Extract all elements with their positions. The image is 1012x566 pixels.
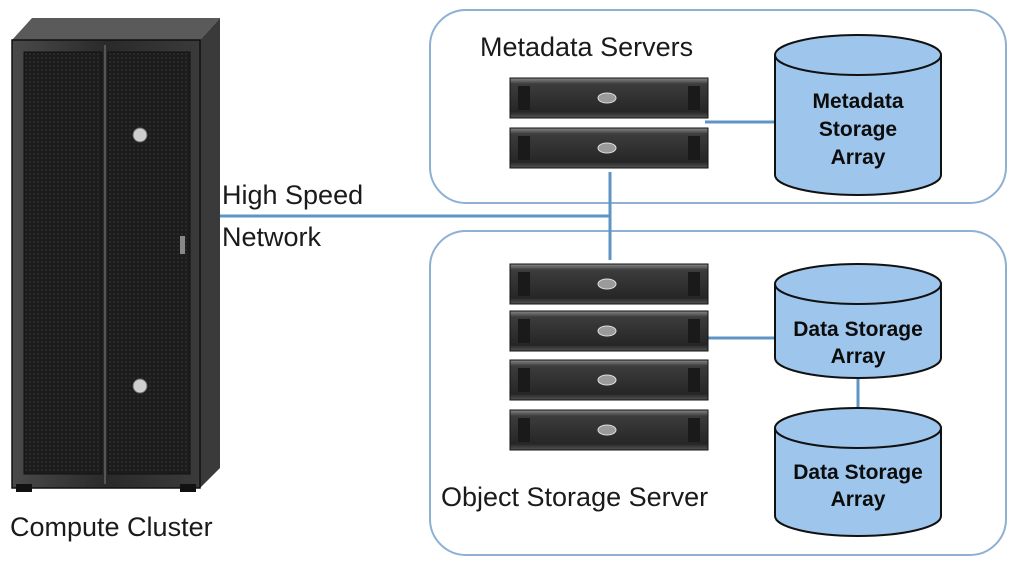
compute-cluster-rack [11,18,220,492]
data-storage-array-1: Data Storage Array [774,263,942,379]
metadata-storage-array: Metadata Storage Array [774,34,942,196]
metadata-server-stack [509,77,709,169]
object-storage-server-2 [509,310,709,352]
object-storage-group [429,230,1007,556]
data-array-1-label-line1: Data Storage [793,318,923,341]
compute-cluster-label: Compute Cluster [10,512,213,542]
object-storage-server-4 [509,409,709,451]
data-array-2-label-line1: Data Storage [793,461,923,484]
metadata-servers-label: Metadata Servers [480,32,693,62]
object-storage-server-3 [509,359,709,401]
metadata-array-label-line2: Storage [819,118,897,141]
data-storage-array-2: Data Storage Array [774,407,942,537]
object-storage-server-1 [509,263,709,305]
metadata-array-label-line3: Array [831,146,886,169]
metadata-server-2 [509,127,709,169]
data-array-2-label-line2: Array [831,488,886,511]
high-speed-network-label-line2: Network [222,222,322,252]
data-array-1-label-line2: Array [831,345,886,368]
object-storage-server-label: Object Storage Server [441,482,708,512]
metadata-array-label-line1: Metadata [812,90,903,113]
metadata-servers-group [429,9,1007,204]
metadata-server-1 [509,77,709,119]
high-speed-network-label-line1: High Speed [222,180,363,210]
object-storage-server-stack [509,263,709,451]
